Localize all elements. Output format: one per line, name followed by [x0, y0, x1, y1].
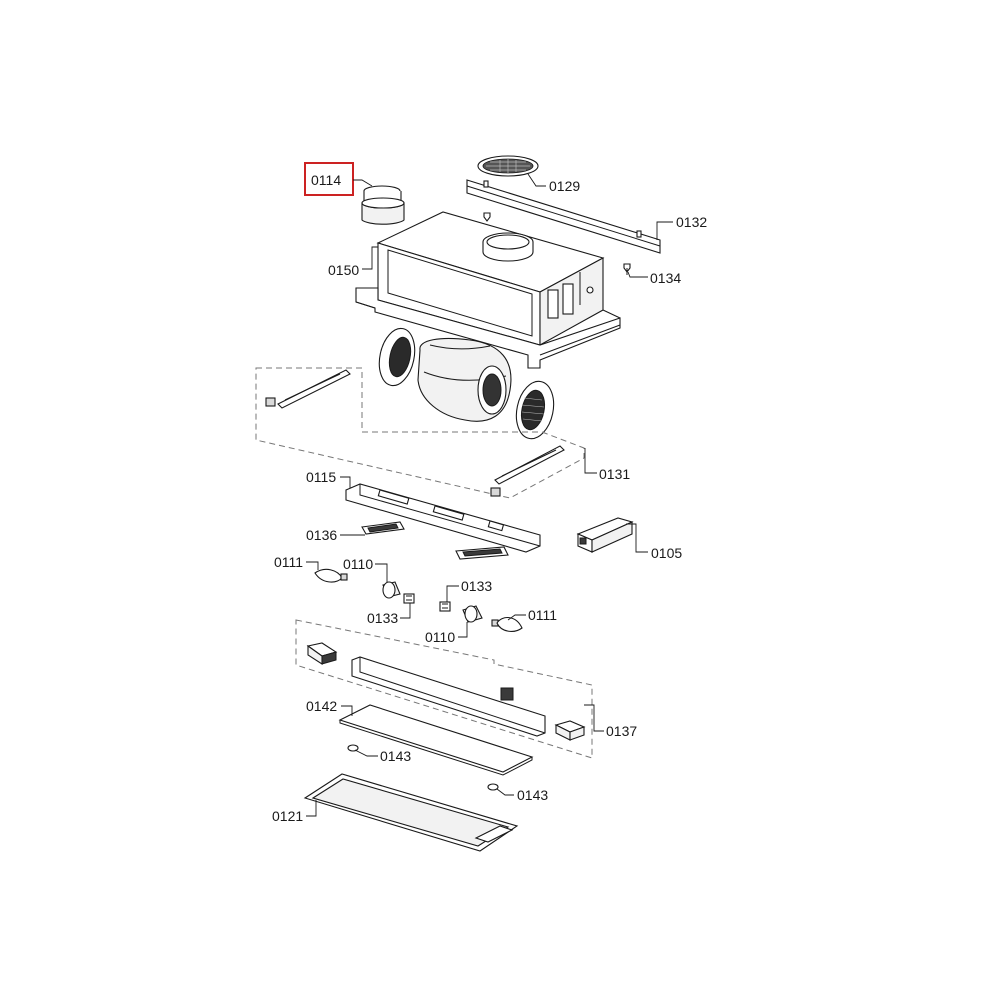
part-0111-lamp-right[interactable] [491, 617, 523, 632]
part-0111-lamp-left[interactable] [314, 568, 348, 583]
part-0131-group[interactable] [255, 367, 585, 499]
part-0143-washer-right[interactable] [487, 783, 499, 791]
part-0110-lamp-holder-left[interactable] [382, 581, 401, 599]
fan-motor-assembly[interactable] [374, 325, 558, 442]
label-0121[interactable]: 0121 [272, 808, 303, 824]
part-0133-clip-right[interactable] [439, 601, 451, 612]
part-0115-slide-frame[interactable] [345, 483, 541, 553]
label-0110-left[interactable]: 0110 [343, 556, 373, 572]
label-0110-right[interactable]: 0110 [425, 629, 455, 645]
part-0136-grip[interactable] [361, 521, 405, 535]
label-0137[interactable]: 0137 [606, 723, 637, 739]
leader-lines [306, 173, 673, 817]
part-0134-screw[interactable] [623, 263, 631, 275]
label-0131[interactable]: 0131 [599, 466, 630, 482]
label-0136[interactable]: 0136 [306, 527, 337, 543]
grip-second [455, 546, 509, 560]
part-0121-grease-filter[interactable] [303, 773, 519, 852]
part-0133-clip-left[interactable] [403, 593, 415, 604]
highlight-box [304, 162, 354, 196]
label-0150[interactable]: 0150 [328, 262, 359, 278]
part-0114-duct-adapter[interactable] [361, 185, 405, 225]
part-0110-lamp-holder-right[interactable] [462, 605, 483, 623]
label-0129[interactable]: 0129 [549, 178, 580, 194]
label-0105[interactable]: 0105 [651, 545, 682, 561]
part-0142-glass-panel[interactable] [338, 704, 534, 776]
part-0129-round-grille[interactable] [477, 155, 539, 177]
label-0143-left[interactable]: 0143 [380, 748, 411, 764]
part-0150-housing[interactable] [355, 211, 621, 369]
label-0111-left[interactable]: 0111 [274, 554, 303, 570]
label-0114[interactable]: 0114 [311, 172, 341, 188]
label-0132[interactable]: 0132 [676, 214, 707, 230]
label-0115[interactable]: 0115 [306, 469, 336, 485]
label-0143-right[interactable]: 0143 [517, 787, 548, 803]
part-0132-mounting-rail[interactable] [466, 179, 661, 254]
label-0134[interactable]: 0134 [650, 270, 681, 286]
label-0133-right[interactable]: 0133 [461, 578, 492, 594]
label-0142[interactable]: 0142 [306, 698, 337, 714]
part-0143-washer-left[interactable] [347, 744, 359, 752]
label-0133-left[interactable]: 0133 [367, 610, 398, 626]
part-labels: 0114 0129 0132 0134 0150 0131 0115 0136 … [272, 172, 707, 824]
label-0111-right[interactable]: 0111 [528, 607, 557, 623]
screw-top [483, 212, 491, 222]
part-0137-group[interactable] [295, 619, 593, 759]
part-0105-switch-module[interactable] [576, 517, 634, 553]
